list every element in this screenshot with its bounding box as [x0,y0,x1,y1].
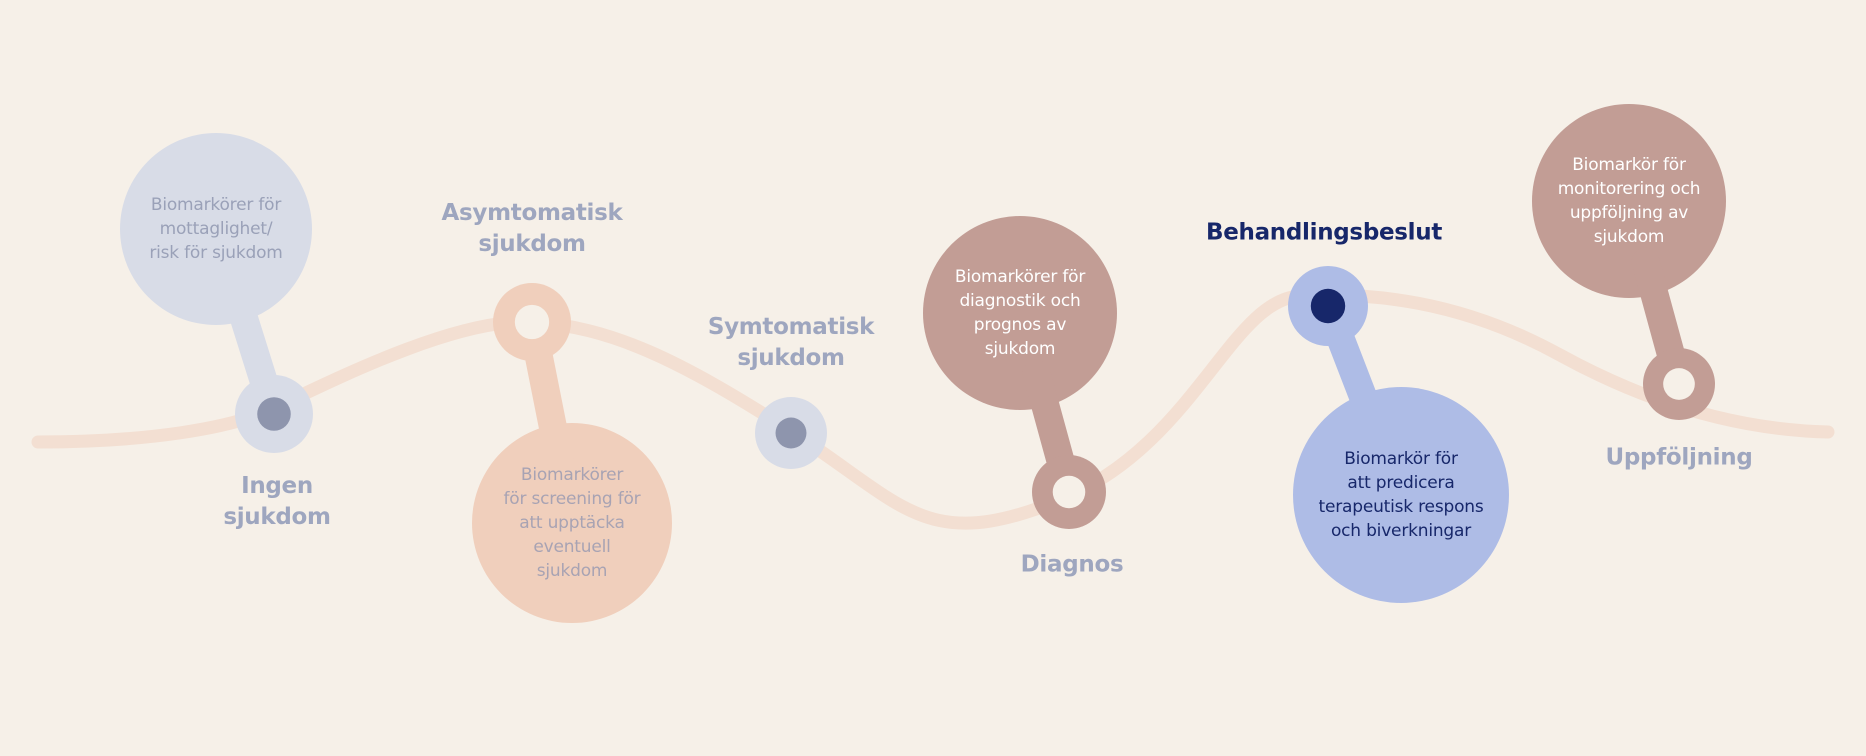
stage-label-text: Diagnos [1020,551,1124,578]
bubble-diagnos [923,216,1117,410]
journey-path [31,288,1835,530]
stage-label-text: Behandlingsbeslut [1205,219,1443,246]
bubble-uppfoljning [1532,104,1726,298]
node-dot-ingen [257,397,291,431]
bubble-ingen [120,133,312,325]
node-ring-hole-diagnos [1052,475,1086,509]
node-ring-hole-asymtomatisk [514,304,550,340]
node-dot-symtomatisk [775,417,807,449]
node-dot-behandlingsbeslut [1310,288,1346,324]
stage-label-uppfoljning: Uppföljning [1606,443,1753,474]
stage-label-diagnos: Diagnos [1021,550,1124,581]
stage-label-text: Uppföljning [1605,444,1753,471]
bubble-asymtomatisk [472,423,672,623]
node-ring-hole-uppfoljning [1663,368,1695,400]
stage-label-behandlingsbeslut: Behandlingsbeslut [1206,218,1442,249]
bubble-behandlingsbeslut [1293,387,1509,603]
